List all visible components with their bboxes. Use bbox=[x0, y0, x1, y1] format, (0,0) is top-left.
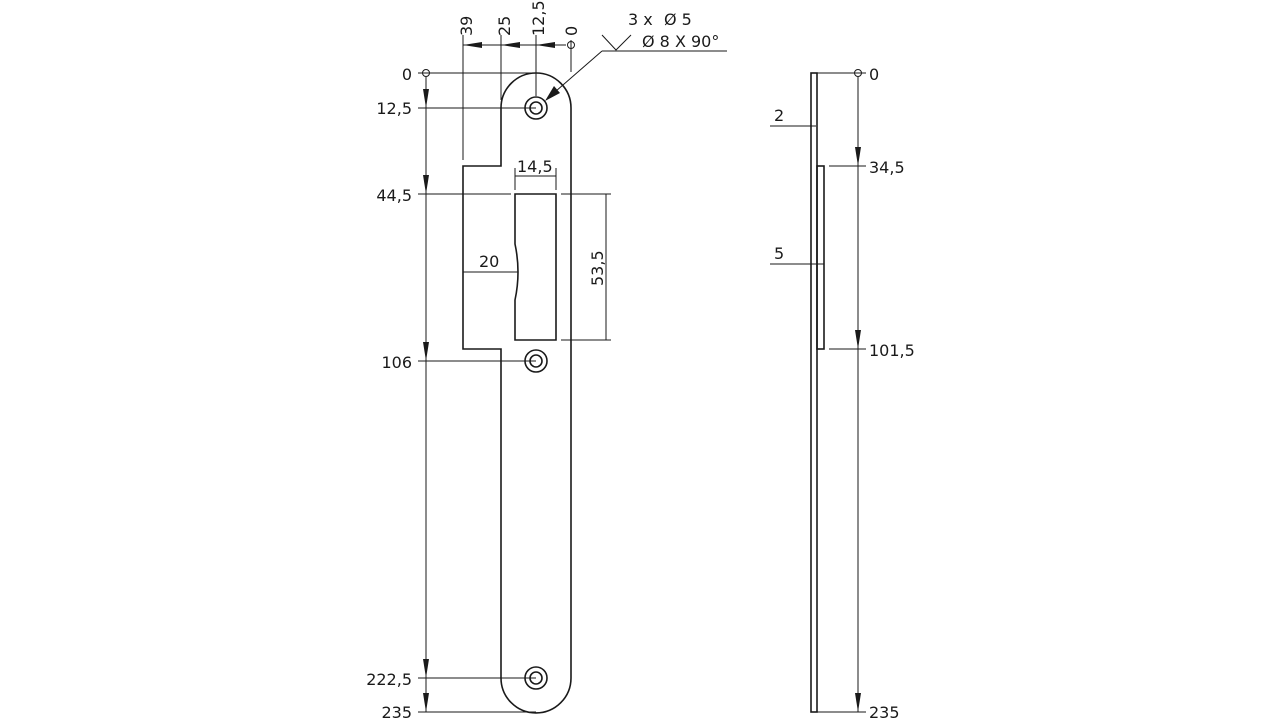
cutout-dimensions: 14,5 20 53,5 bbox=[463, 157, 611, 341]
dim-lip-thickness: 5 bbox=[774, 244, 784, 263]
left-dimensions: 0 12,5 44,5 106 222,5 235 bbox=[366, 65, 536, 720]
right-dimensions: 0 34,5 101,5 235 bbox=[817, 65, 915, 720]
countersink-label: Ø 8 X 90° bbox=[642, 32, 719, 51]
dim-cutout-width: 14,5 bbox=[517, 157, 553, 176]
latch-cutout bbox=[514, 193, 557, 341]
dim-right-0: 0 bbox=[869, 65, 879, 84]
dim-top-39: 39 bbox=[457, 16, 476, 36]
front-view: 39 25 12,5 0 3 x Ø 5 Ø 8 X 90° bbox=[366, 0, 727, 720]
dim-left-0: 0 bbox=[402, 65, 412, 84]
dim-left-12-5: 12,5 bbox=[376, 99, 412, 118]
dim-top-0: 0 bbox=[562, 26, 581, 36]
thickness-labels: 2 5 bbox=[770, 106, 824, 265]
dim-top-25: 25 bbox=[495, 16, 514, 36]
hole-count-label: 3 x bbox=[628, 10, 653, 29]
side-view: 2 5 0 34,5 101,5 235 bbox=[770, 65, 915, 720]
dim-left-235: 235 bbox=[381, 703, 412, 720]
dim-left-222-5: 222,5 bbox=[366, 670, 412, 689]
dim-cutout-offset: 20 bbox=[479, 252, 499, 271]
top-dimensions: 39 25 12,5 0 bbox=[457, 0, 581, 160]
dim-left-106: 106 bbox=[381, 353, 412, 372]
lip-side-profile bbox=[816, 165, 825, 350]
hole-callout: 3 x Ø 5 Ø 8 X 90° bbox=[545, 10, 727, 101]
dim-left-44-5: 44,5 bbox=[376, 186, 412, 205]
dim-top-12-5: 12,5 bbox=[529, 0, 548, 36]
dim-right-235: 235 bbox=[869, 703, 900, 720]
dim-right-34-5: 34,5 bbox=[869, 158, 905, 177]
dim-plate-thickness: 2 bbox=[774, 106, 784, 125]
dim-right-101-5: 101,5 bbox=[869, 341, 915, 360]
hole-diameter-label: Ø 5 bbox=[664, 10, 692, 29]
dim-cutout-height: 53,5 bbox=[588, 250, 607, 286]
plate-side-profile bbox=[810, 72, 818, 713]
